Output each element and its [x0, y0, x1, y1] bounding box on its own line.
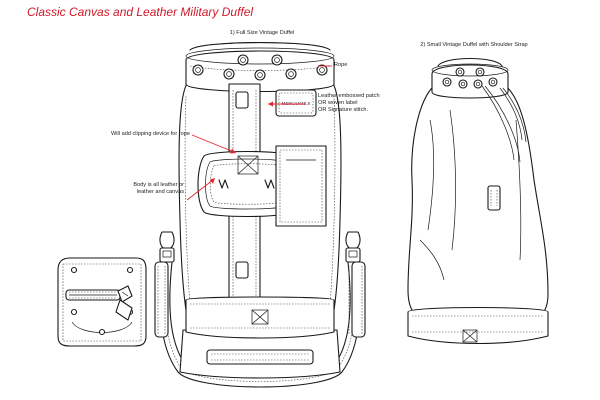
label-full-size-duffel: 1) Full Size Vintage Duffel	[229, 30, 295, 36]
small-bottom-rim	[407, 306, 549, 345]
patch-brand-text: MERCANTILE	[282, 101, 311, 106]
label-rope: Rope	[334, 62, 348, 68]
full-size-duffel: MERCANTILE	[154, 41, 366, 388]
pocket-detail	[57, 257, 147, 347]
bottom-rim	[185, 296, 335, 339]
annotation-arrows	[186, 65, 332, 201]
label-small-duffel: 2) Small Vintage Duffel with Shoulder St…	[420, 42, 528, 48]
label-clipping-device: Will add clipping device for rope	[111, 131, 190, 137]
label-body-note: Body is all leather or leather and canva…	[118, 182, 184, 196]
label-patch-note: Leather embossed patch OR woven label OR…	[318, 93, 380, 114]
left-strap-clip	[159, 231, 175, 263]
leather-patch: MERCANTILE	[275, 89, 317, 117]
small-top-collar	[431, 64, 509, 99]
label-body-line1: Body is all leather or	[133, 182, 184, 188]
label-body-line2: leather and canvas	[136, 189, 184, 195]
sheet-title: Classic Canvas and Leather Military Duff…	[27, 5, 254, 19]
small-duffel	[407, 58, 549, 345]
collar-grommets	[192, 54, 328, 81]
right-strap-segment	[351, 261, 366, 338]
bottom-handle	[206, 349, 314, 365]
label-patch-line1: Leather embossed patch	[318, 93, 380, 99]
right-strap-clip	[345, 231, 361, 263]
left-strap-segment	[154, 261, 169, 338]
side-flap-pocket	[275, 145, 327, 227]
label-patch-line2: OR woven label	[318, 100, 358, 106]
label-patch-line3: OR Signature stitch.	[318, 107, 369, 113]
small-duffel-body	[407, 81, 549, 323]
